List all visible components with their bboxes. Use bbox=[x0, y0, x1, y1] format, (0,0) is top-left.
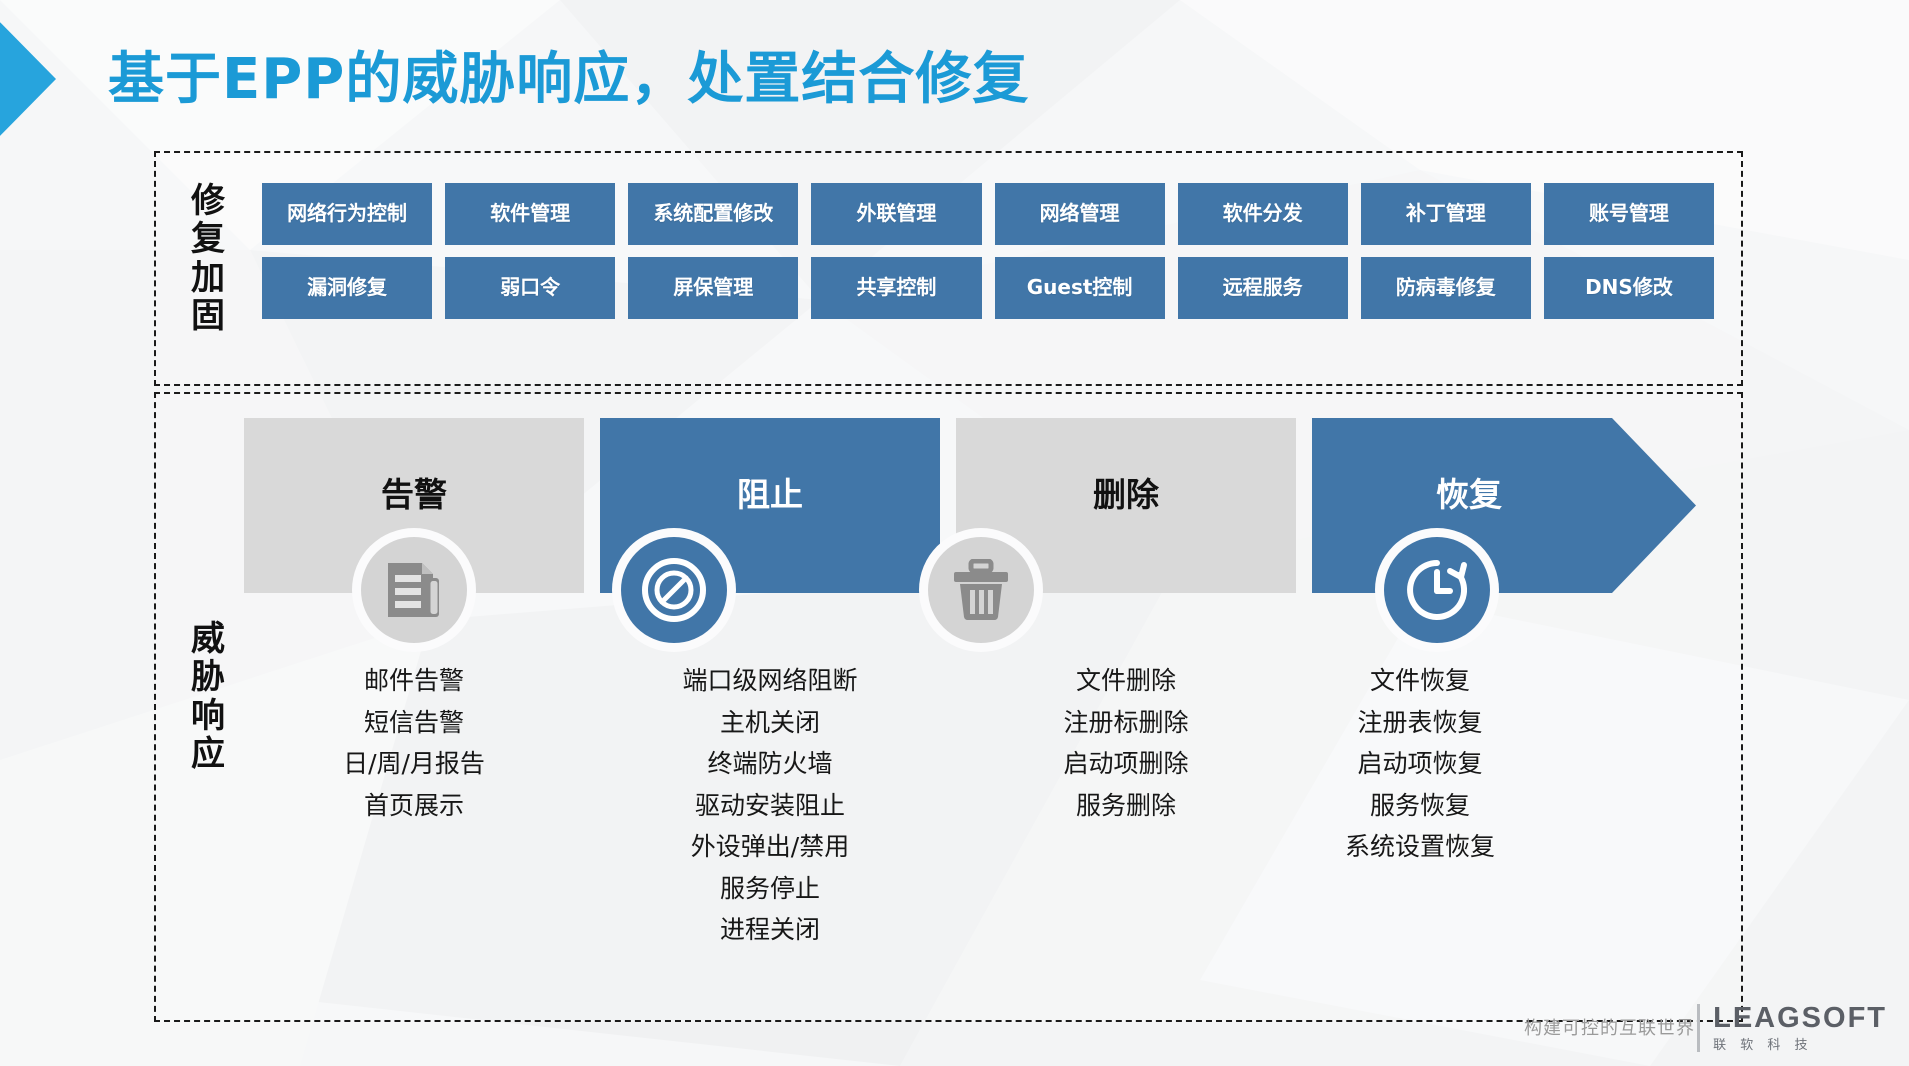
delete-item-list: 文件删除 注册标删除 启动项删除 服务删除 bbox=[966, 660, 1286, 826]
list-item: 驱动安装阻止 bbox=[694, 790, 845, 820]
remediation-chip[interactable]: 远程服务 bbox=[1177, 257, 1348, 319]
remediation-chip[interactable]: 账号管理 bbox=[1543, 183, 1714, 245]
stage-label: 阻止 bbox=[737, 475, 803, 514]
list-item: 终端防火墙 bbox=[707, 749, 833, 778]
list-item: 日/周/月报告 bbox=[343, 749, 485, 778]
list-item: 首页展示 bbox=[363, 790, 464, 820]
remediation-chip[interactable]: 外联管理 bbox=[811, 183, 982, 245]
logo-divider bbox=[1697, 1004, 1701, 1052]
restore-icon-bubble[interactable] bbox=[1384, 537, 1490, 643]
remediation-chip[interactable]: 共享控制 bbox=[811, 257, 982, 319]
logo-brand-name: LEAGSOFT bbox=[1713, 1002, 1887, 1034]
company-logo: LEAGSOFT 联 软 科 技 bbox=[1697, 1004, 1887, 1052]
delete-icon-bubble[interactable] bbox=[928, 537, 1034, 643]
trash-icon bbox=[954, 559, 1008, 621]
remediation-chip[interactable]: 软件分发 bbox=[1177, 183, 1348, 245]
list-item: 系统设置恢复 bbox=[1344, 832, 1495, 861]
chevron-decoration-icon bbox=[0, 22, 56, 136]
list-item: 主机关闭 bbox=[719, 707, 820, 737]
list-item: 短信告警 bbox=[363, 707, 464, 737]
remediation-chip[interactable]: 网络行为控制 bbox=[262, 183, 433, 245]
remediation-chip[interactable]: 弱口令 bbox=[445, 257, 616, 319]
list-item: 注册表恢复 bbox=[1357, 707, 1483, 737]
stage-label: 告警 bbox=[381, 475, 447, 514]
process-stage-restore[interactable]: 恢复 bbox=[1312, 418, 1696, 593]
remediation-chip[interactable]: 系统配置修改 bbox=[628, 183, 799, 245]
remediation-chip[interactable]: 漏洞修复 bbox=[262, 257, 433, 319]
list-item: 注册标删除 bbox=[1063, 707, 1189, 737]
document-icon bbox=[388, 563, 439, 617]
stage-label: 删除 bbox=[1093, 475, 1159, 514]
list-item: 进程关闭 bbox=[719, 915, 820, 944]
remediation-chip[interactable]: Guest控制 bbox=[994, 257, 1165, 319]
list-item: 服务删除 bbox=[1075, 790, 1176, 820]
footer-tagline: 构建可控的互联世界 bbox=[1524, 1018, 1695, 1039]
block-item-list: 端口级网络阻断 主机关闭 终端防火墙 驱动安装阻止 外设弹出/禁用 服务停止 进… bbox=[610, 660, 930, 951]
list-item: 服务恢复 bbox=[1369, 790, 1470, 820]
remediation-chip[interactable]: 网络管理 bbox=[994, 183, 1165, 245]
list-item: 外设弹出/禁用 bbox=[690, 832, 850, 861]
page-title: 基于EPP的威胁响应，处置结合修复 bbox=[108, 47, 1030, 112]
list-item: 端口级网络阻断 bbox=[682, 666, 858, 695]
remediation-chip[interactable]: 软件管理 bbox=[445, 183, 616, 245]
logo-brand-name-cn: 联 软 科 技 bbox=[1713, 1038, 1813, 1053]
list-item: 启动项恢复 bbox=[1357, 749, 1483, 778]
list-item: 文件删除 bbox=[1075, 666, 1176, 695]
restore-item-list: 文件恢复 注册表恢复 启动项恢复 服务恢复 系统设置恢复 bbox=[1260, 660, 1580, 868]
block-icon bbox=[642, 558, 706, 622]
remediation-chip[interactable]: DNS修改 bbox=[1543, 257, 1714, 319]
clock-restore-icon bbox=[1407, 560, 1468, 620]
remediation-chip[interactable]: 屏保管理 bbox=[628, 257, 799, 319]
alert-icon-bubble[interactable] bbox=[361, 537, 467, 643]
remediation-chip[interactable]: 防病毒修复 bbox=[1360, 257, 1531, 319]
remediation-side-label: 修 复 加 固 bbox=[191, 181, 225, 337]
list-item: 文件恢复 bbox=[1369, 666, 1470, 695]
response-side-label: 威 胁 响 应 bbox=[191, 619, 225, 775]
stage-label: 恢复 bbox=[1436, 475, 1502, 514]
alert-item-list: 邮件告警 短信告警 日/周/月报告 首页展示 bbox=[254, 660, 574, 826]
list-item: 邮件告警 bbox=[363, 666, 464, 695]
list-item: 服务停止 bbox=[719, 873, 820, 903]
remediation-chip-grid: 网络行为控制 软件管理 系统配置修改 外联管理 网络管理 软件分发 补丁管理 账… bbox=[262, 183, 1714, 319]
list-item: 启动项删除 bbox=[1063, 749, 1189, 778]
remediation-chip[interactable]: 补丁管理 bbox=[1360, 183, 1531, 245]
block-icon-bubble[interactable] bbox=[621, 537, 727, 643]
